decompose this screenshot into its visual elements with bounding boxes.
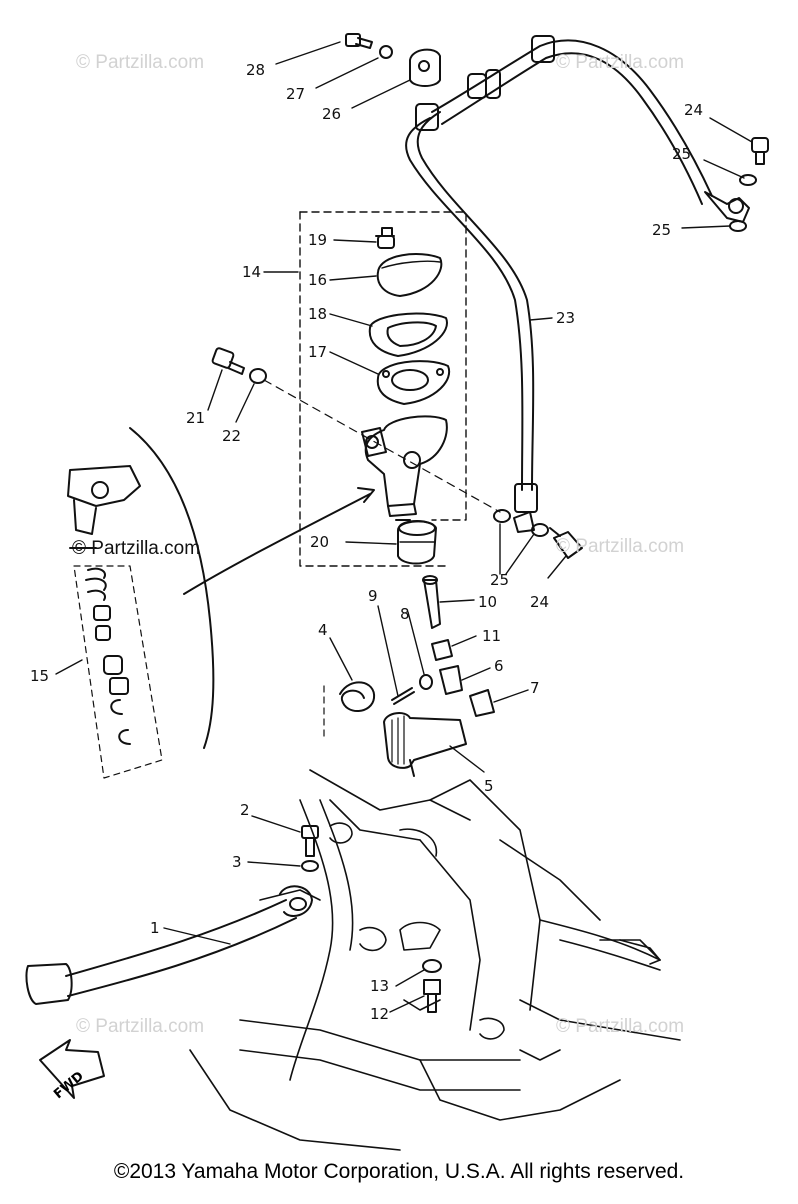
brake-pedal [25,885,313,1005]
push-rod [422,575,441,629]
watermark: © Partzilla.com [76,52,205,73]
banjo-fitting [513,511,535,533]
watermark: © Partzilla.com [556,1016,685,1037]
hose-clamp [409,48,441,87]
callout-18: 18 [308,305,328,323]
watermark-inline: © Partzilla.com [72,538,201,559]
fwd-arrow [39,1039,105,1099]
centerline [263,379,501,513]
bolt-28 [345,33,373,49]
reservoir-cap [376,227,443,297]
frame [189,769,681,1151]
callout-26: 26 [322,105,342,123]
washer-25 [493,509,511,523]
callout-24-upper: 24 [684,101,704,119]
brake-shaft [383,712,467,777]
callout-5: 5 [484,777,494,795]
watermark: © Partzilla.com [556,536,685,557]
callout-17: 17 [308,343,328,361]
callout-21: 21 [186,409,206,427]
master-cylinder-body [361,415,448,521]
clevis-6 [439,665,463,695]
callout-16: 16 [308,271,328,289]
callout-3: 3 [232,853,242,871]
callout-6: 6 [494,657,504,675]
bolt-21 [211,347,245,375]
callout-25-lower: 25 [652,221,672,239]
washer-8 [419,674,433,690]
inset-detail [67,427,215,779]
watermark: © Partzilla.com [76,1016,205,1037]
reference-arrow [183,493,371,595]
cylinder-boot [397,520,437,565]
callout-27: 27 [286,85,306,103]
callout-25-upper: 25 [672,145,692,163]
banjo-bolt-24-upper [751,137,769,165]
callout-4: 4 [318,621,328,639]
diaphragm [376,360,451,405]
callout-15: 15 [30,667,50,685]
reference-arrowhead [357,487,375,503]
clevis-pin-7 [469,689,495,717]
callout-25-mid: 25 [490,571,510,589]
callout-24-mid: 24 [530,593,550,611]
leader-lines [55,41,753,1013]
washer-22 [249,368,267,384]
bolt-12 [423,979,441,1013]
washer-27 [379,45,393,59]
callout-1: 1 [150,919,160,937]
callout-28: 28 [246,61,266,79]
washer-25-upper [739,174,757,186]
callout-22: 22 [222,427,242,445]
washer-3 [301,860,319,872]
callout-7: 7 [530,679,540,697]
callout-11: 11 [482,627,502,645]
brake-hose [405,35,750,513]
callout-2: 2 [240,801,250,819]
copyright-notice: ©2013 Yamaha Motor Corporation, U.S.A. A… [113,1160,685,1183]
callout-8: 8 [400,605,410,623]
callout-14: 14 [242,263,262,281]
callout-23: 23 [556,309,576,327]
washer-25-lower [729,220,747,232]
callout-9: 9 [368,587,378,605]
watermark: © Partzilla.com [556,52,685,73]
washer-25-b [531,523,549,537]
nut-13 [422,959,442,973]
cotter-pin-9 [391,687,415,705]
callout-10: 10 [478,593,498,611]
cap-gasket [368,312,448,357]
master-cylinder-box [299,211,467,567]
callout-12: 12 [370,1005,390,1023]
pivot-bolt-2 [301,825,319,857]
callout-19: 19 [308,231,328,249]
callout-20: 20 [310,533,330,551]
return-spring [323,681,376,741]
nut-11 [431,639,453,661]
callout-13: 13 [370,977,390,995]
banjo-bolt-24 [549,527,583,559]
